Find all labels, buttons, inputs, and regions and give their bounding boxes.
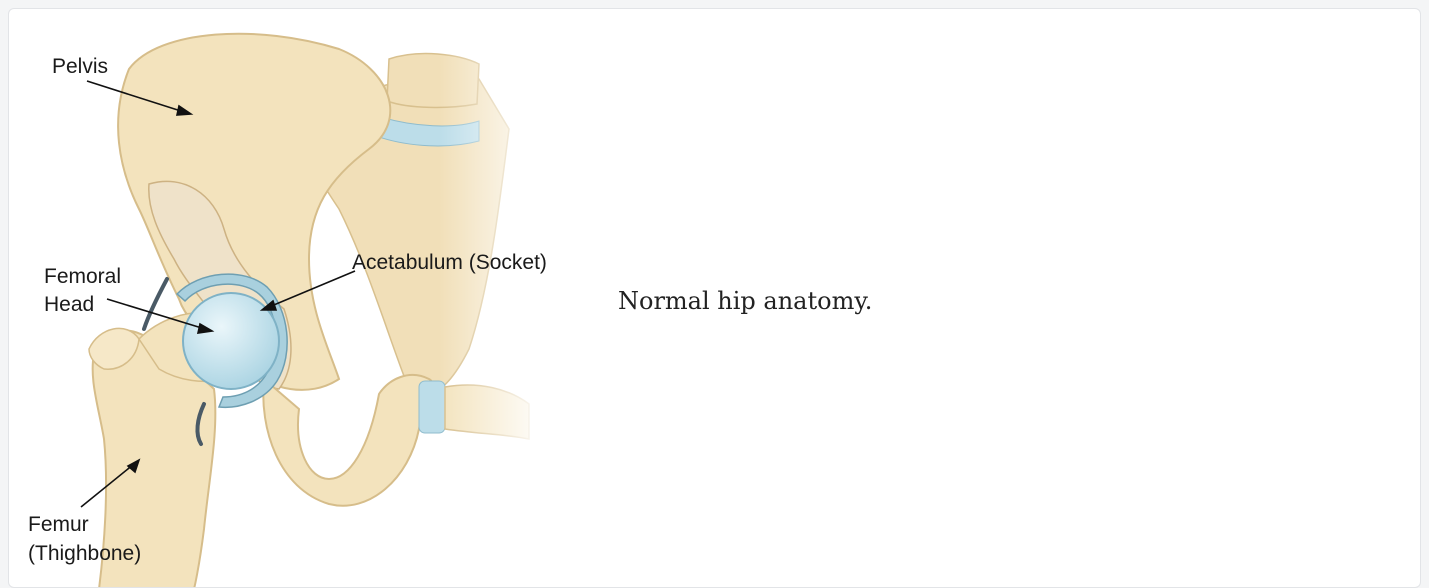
label-femoral-head-line1: Femoral [44,263,121,291]
label-femur-line2: (Thighbone) [28,540,141,568]
hip-anatomy-drawing [9,9,589,588]
obturator-ring [263,375,432,506]
figure-caption: Normal hip anatomy. [618,285,872,317]
label-femur-line1: Femur [28,511,89,539]
label-pelvis: Pelvis [52,53,108,81]
hip-anatomy-illustration: Pelvis Acetabulum (Socket) Femoral Head … [9,9,589,588]
label-acetabulum: Acetabulum (Socket) [352,249,547,277]
content-card: Pelvis Acetabulum (Socket) Femoral Head … [8,8,1421,588]
label-femoral-head-line2: Head [44,291,94,319]
fade-overlay [439,9,549,588]
